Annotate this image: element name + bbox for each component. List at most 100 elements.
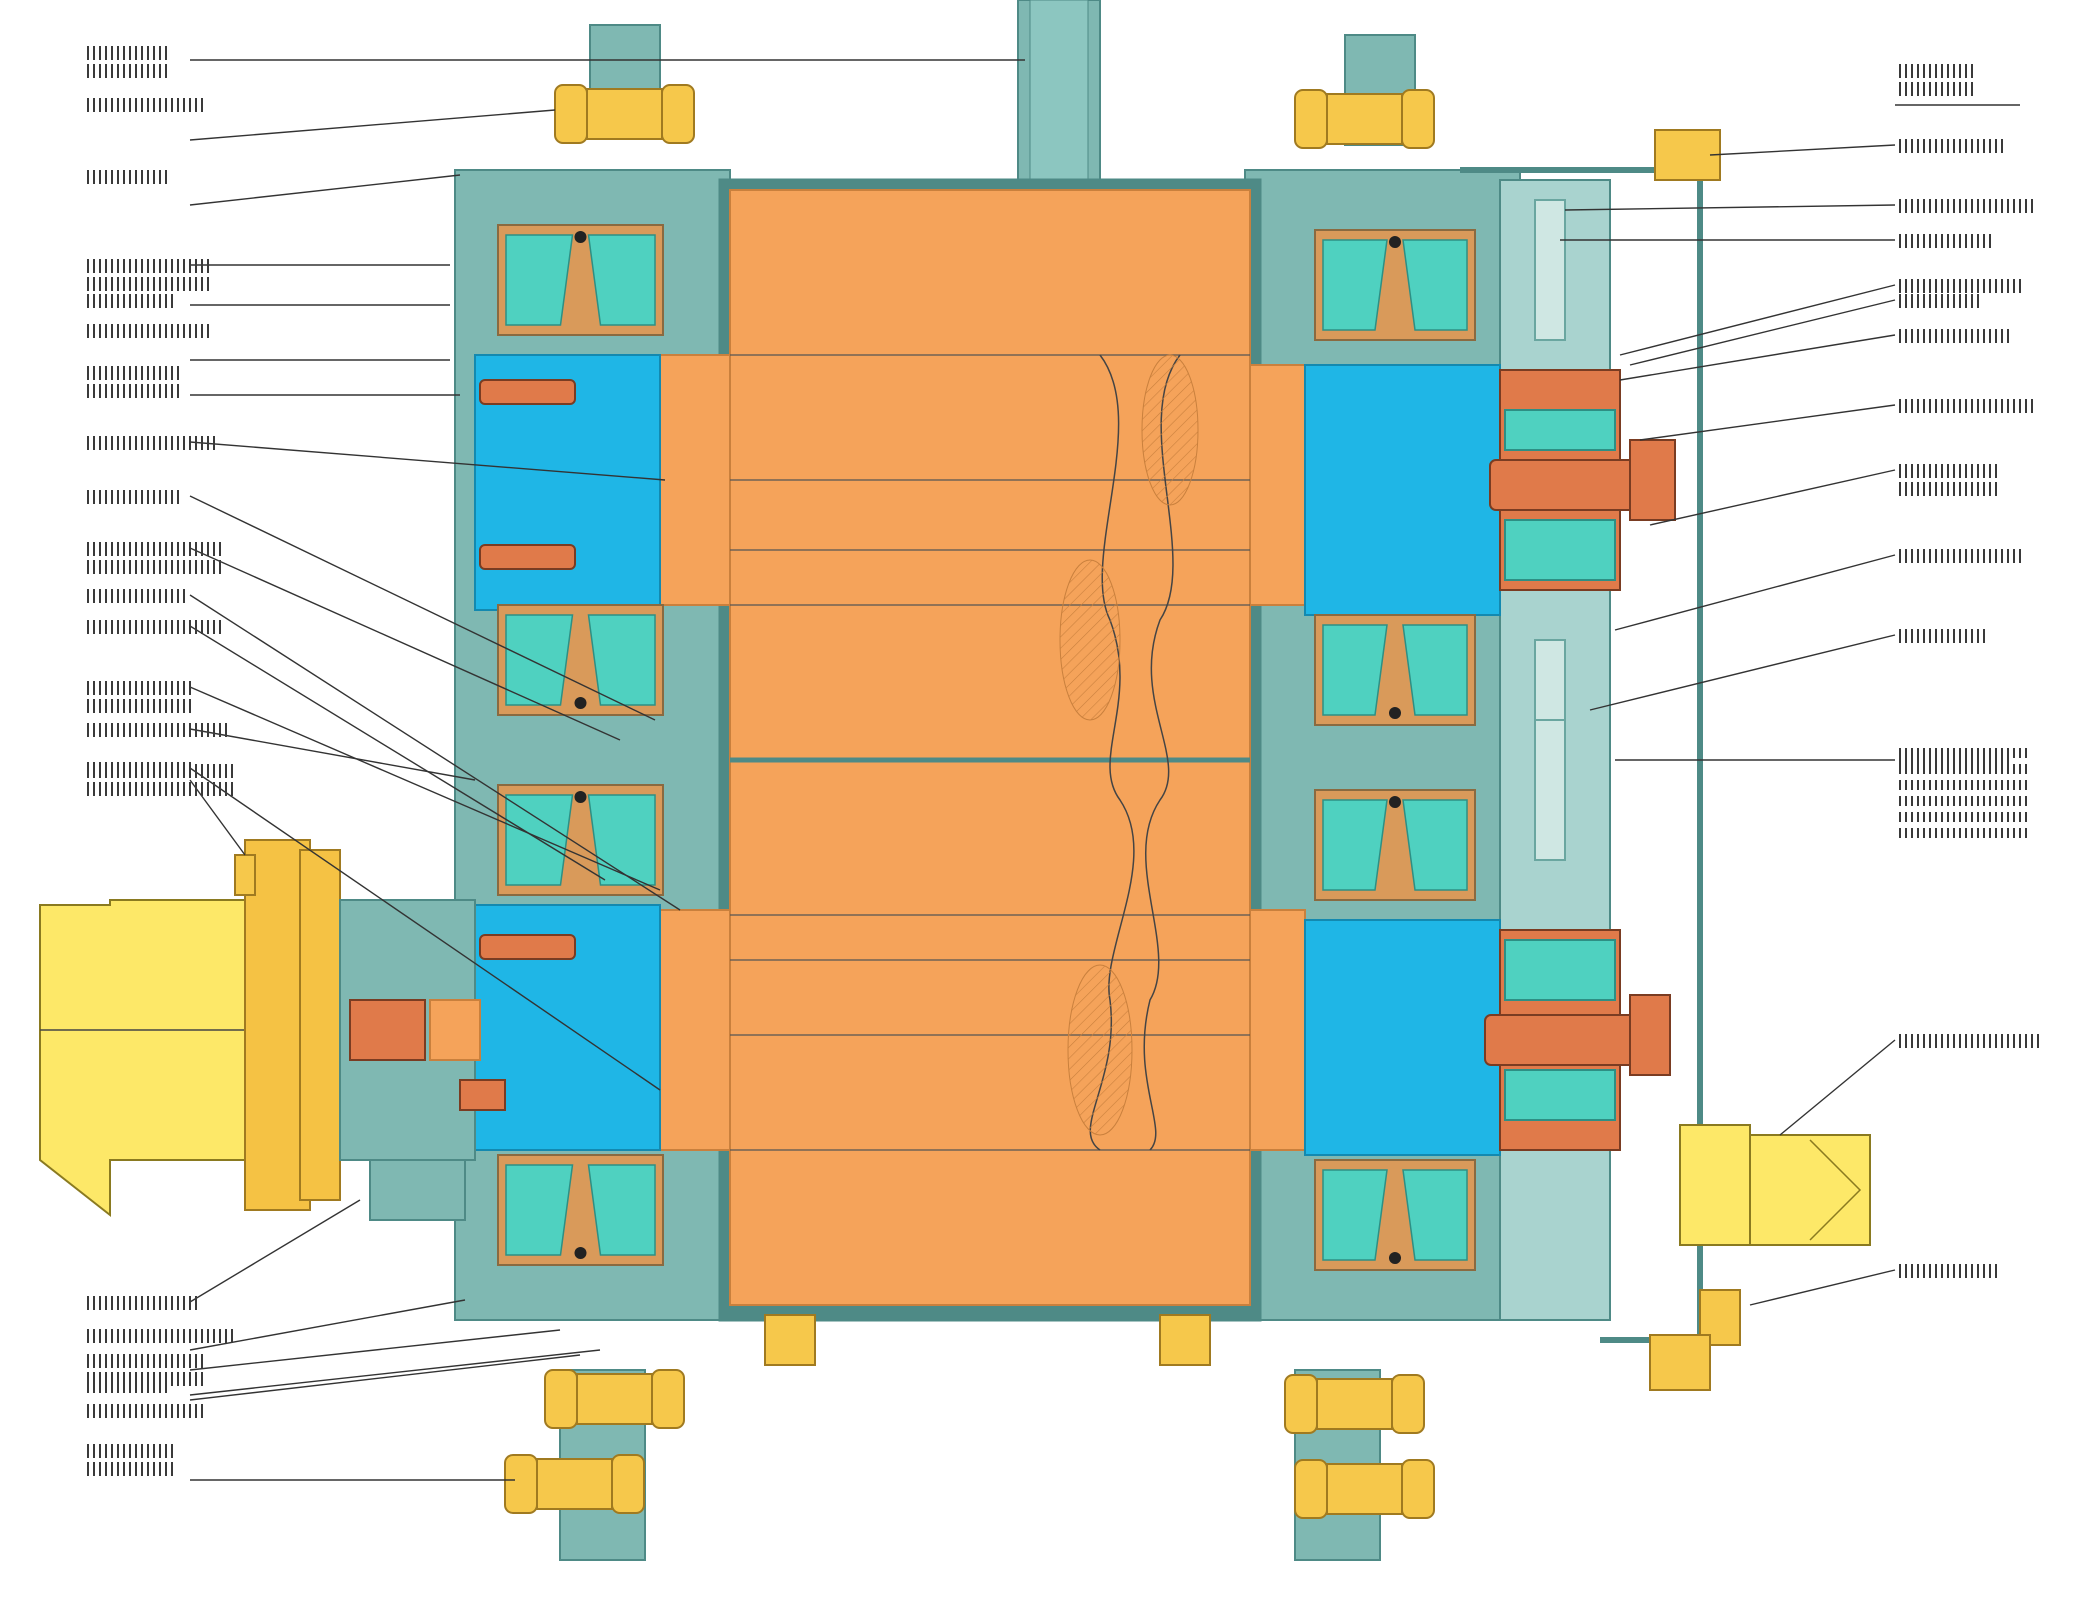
actuator-body <box>1679 1124 1751 1246</box>
left-leader-line-9 <box>189 547 621 741</box>
left-roller-upper-mid-retainer-pin <box>574 697 587 709</box>
left-roller-bottom-retainer-pin <box>574 1247 587 1259</box>
right-upper-plug <box>1489 459 1641 511</box>
bolt-bottom-left-b-nut-l <box>504 1454 538 1514</box>
right-lower-plug <box>1484 1014 1636 1066</box>
right-upper-bore <box>1304 364 1501 616</box>
right-shaft-collar-lower <box>1249 909 1306 1151</box>
bolt-bottom-left-b-nut-r <box>611 1454 645 1514</box>
drive-coupling-foot <box>369 1159 466 1221</box>
right-lower-spacer-insert-b <box>1504 1069 1616 1121</box>
left-callout-mark-11 <box>87 620 221 634</box>
left-leader-line-19 <box>189 1349 601 1396</box>
bolt-bottom-right-b-shank <box>1326 1463 1403 1515</box>
right-callout-mark-12 <box>1899 1034 2039 1048</box>
left-roller-upper-mid-roller-right <box>587 614 656 706</box>
right-callout-mark-7 <box>1899 399 2033 413</box>
actuator-chevron <box>1809 1139 1862 1241</box>
right-roller-top-retainer-pin <box>1389 236 1401 248</box>
left-leader-line-15 <box>189 779 246 856</box>
right-callout-mark-5 <box>1899 294 1979 308</box>
left-callout-mark-19 <box>87 1379 167 1393</box>
right-roller-top-roller-left <box>1322 239 1388 331</box>
right-callout-mark-1 <box>1899 139 2003 153</box>
right-shaft-collar-upper <box>1249 364 1306 606</box>
left-callout-mark-21 <box>87 1444 173 1476</box>
actuator-head <box>1749 1134 1871 1246</box>
left-callout-mark-7 <box>87 436 215 450</box>
left-callout-mark-4 <box>87 294 173 308</box>
right-leader-line-5 <box>1629 299 1896 366</box>
bolt-bottom-right-a-nut-l <box>1284 1374 1318 1434</box>
right-roller-bottom-retainer-pin <box>1389 1252 1401 1264</box>
left-leader-line-14 <box>189 767 661 1091</box>
left-callout-mark-10 <box>87 589 185 603</box>
left-leader-line-10 <box>189 594 681 911</box>
left-callout-mark-15 <box>87 764 233 796</box>
right-lower-plug-cap <box>1629 994 1671 1076</box>
drive-flange-bolt-top <box>234 854 256 896</box>
right-callout-mark-8 <box>1899 464 1997 496</box>
bolt-top-right-nut-r <box>1401 89 1435 149</box>
right-callout-mark-2 <box>1899 199 2033 213</box>
bolt-top-right-nut-l <box>1294 89 1328 149</box>
drive-coupling-spacer <box>349 999 426 1061</box>
drive-coupling-shaft <box>429 999 481 1061</box>
left-leader-line-7 <box>189 441 666 481</box>
right-callout-mark-0 <box>1899 64 1973 96</box>
bolt-top-left-nut-l <box>554 84 588 144</box>
left-retaining-clip-2 <box>479 934 576 960</box>
left-retaining-clip-1 <box>479 544 576 570</box>
right-leader-line-2 <box>1564 204 1896 211</box>
right-roller-bottom-roller-right <box>1402 1169 1468 1261</box>
left-leader-line-1 <box>189 109 556 141</box>
left-callout-mark-12 <box>87 681 191 713</box>
right-leader-line-4 <box>1619 284 1896 356</box>
left-roller-top-retainer-pin <box>574 231 587 243</box>
left-leader-line-13 <box>189 728 476 781</box>
left-roller-top-roller-right <box>587 234 656 326</box>
right-roller-lower-mid-roller-left <box>1322 799 1388 891</box>
bolt-top-right-shank <box>1326 93 1403 145</box>
right-callout-table-mark <box>1899 748 2027 838</box>
bolt-bottom-left-a-nut-r <box>651 1369 685 1429</box>
right-leader-line-1 <box>1709 144 1896 156</box>
bolt-bottom-left-b-shank <box>536 1458 613 1510</box>
frame-bottom-bolt-b <box>1649 1334 1711 1391</box>
frame-top-bolt <box>1654 129 1721 181</box>
right-callout-mark-9 <box>1899 549 2021 563</box>
left-callout-mark-13 <box>87 723 227 737</box>
left-leader-line-2 <box>189 174 461 206</box>
left-retaining-clip-0 <box>479 379 576 405</box>
left-roller-bottom-roller-right <box>587 1164 656 1256</box>
drive-coupling-key <box>459 1079 506 1111</box>
left-leader-line-8 <box>189 495 656 721</box>
bolt-top-left-nut-r <box>661 84 695 144</box>
bottom-mount-bolt-left <box>764 1314 816 1366</box>
shaft-hatch-lens-2 <box>1059 559 1121 721</box>
right-lower-spacer-insert-a <box>1504 939 1616 1001</box>
right-roller-lower-mid-roller-right <box>1402 799 1468 891</box>
left-roller-lower-mid-retainer-pin <box>574 791 587 803</box>
bolt-bottom-right-b-nut-r <box>1401 1459 1435 1519</box>
right-callout-mark-3 <box>1899 234 1991 248</box>
left-callout-mark-1 <box>87 98 203 112</box>
shaft-hatch-lens-1 <box>1141 354 1199 506</box>
right-callout-mark-10 <box>1899 629 1985 643</box>
bottom-mount-bolt-center <box>1159 1314 1211 1366</box>
right-roller-upper-mid-roller-right <box>1402 624 1468 716</box>
right-callout-mark-6 <box>1899 329 2009 343</box>
left-shaft-collar-lower <box>659 909 731 1151</box>
right-rib-window-0 <box>1534 199 1566 341</box>
right-leader-line-6 <box>1619 334 1896 381</box>
drive-motor-flange-inner <box>299 849 341 1201</box>
left-callout-mark-8 <box>87 490 179 504</box>
left-callout-mark-17 <box>87 1329 233 1343</box>
right-leader-line-13 <box>1749 1269 1896 1306</box>
bolt-bottom-right-b-nut-l <box>1294 1459 1328 1519</box>
left-callout-mark-6 <box>87 366 179 398</box>
left-callout-mark-20 <box>87 1404 203 1418</box>
right-leader-line-9 <box>1614 554 1896 631</box>
